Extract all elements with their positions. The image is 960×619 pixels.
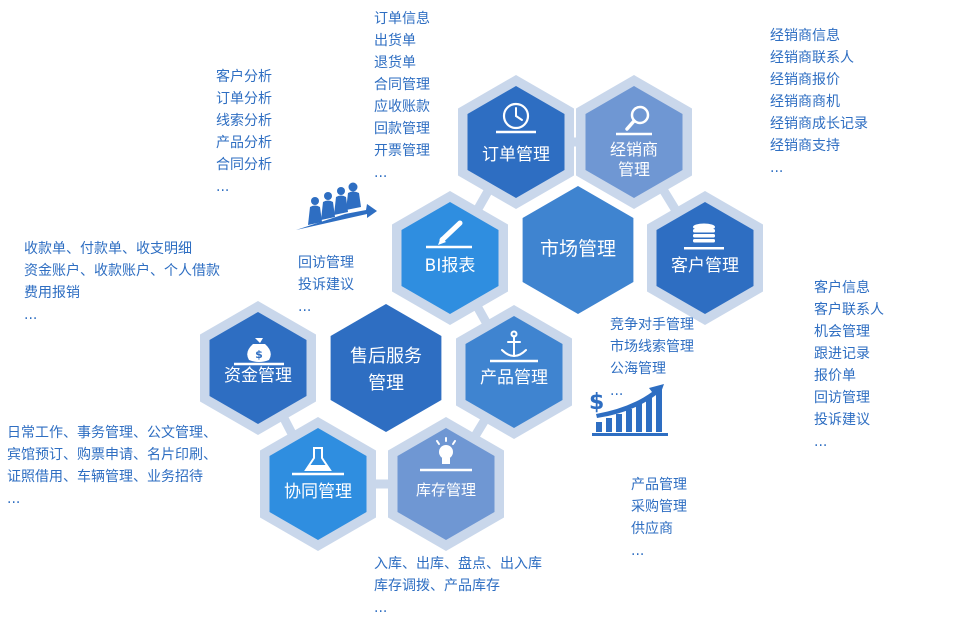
- order-list-item: 应收账款: [374, 99, 430, 115]
- customer-list-item: 投诉建议: [814, 412, 870, 428]
- lightbulb-icon: [420, 437, 472, 472]
- customer-features-list: 客户信息客户联系人机会管理跟进记录报价单回访管理投诉建议...: [814, 277, 884, 453]
- order-list-item: 订单信息: [374, 11, 430, 27]
- svg-text:$: $: [255, 348, 263, 361]
- analysis-list-item: ...: [216, 179, 230, 195]
- team-growth-icon: [296, 182, 377, 230]
- fund-hex[interactable]: [209, 312, 307, 424]
- sales-growth-chart-icon: $: [589, 384, 668, 436]
- coin-stack-icon: [684, 223, 724, 250]
- customer-list-item: 客户信息: [814, 280, 870, 296]
- product-list-item: ...: [631, 543, 645, 559]
- office-list-item: ...: [7, 491, 21, 507]
- customer-list-item: 客户联系人: [814, 302, 884, 318]
- hexagons: [200, 75, 763, 551]
- magnifier-icon: [616, 105, 652, 136]
- dealer-hex[interactable]: [585, 86, 683, 198]
- service-list-item: ...: [298, 299, 312, 315]
- finance-list-item: 费用报销: [24, 285, 80, 301]
- office-list-item: 宾馆预订、购票申请、名片印刷、: [7, 447, 217, 463]
- customer-list-item: ...: [814, 434, 828, 450]
- product-hex[interactable]: [465, 316, 563, 428]
- dealer-hex-label-line2: 管理: [618, 160, 650, 179]
- order-list-item: 合同管理: [374, 77, 430, 93]
- finance-features-list: 收款单、付款单、收支明细资金账户、收款账户、个人借款费用报销...: [24, 238, 220, 326]
- analysis-list-item: 合同分析: [216, 157, 272, 173]
- customer-list-item: 回访管理: [814, 390, 870, 406]
- inventory-hex[interactable]: [397, 428, 495, 540]
- inventory-list-item: 库存调拨、产品库存: [374, 578, 500, 594]
- fund-hex-label: 资金管理: [224, 366, 292, 386]
- dealer-hex-label-line1: 经销商: [610, 140, 658, 159]
- customer-list-item: 机会管理: [814, 324, 870, 340]
- order-hex-label: 订单管理: [482, 145, 550, 165]
- order-list-item: 出货单: [374, 33, 416, 49]
- dealer-list-item: 经销商成长记录: [770, 116, 868, 132]
- market-hex[interactable]: [522, 186, 634, 314]
- clock-icon: [496, 102, 536, 134]
- svg-text:$: $: [589, 390, 604, 415]
- dealer-list-item: 经销商信息: [770, 28, 840, 44]
- order-list-item: 回款管理: [374, 121, 430, 137]
- finance-list-item: ...: [24, 307, 38, 323]
- service-list-item: 投诉建议: [298, 277, 354, 293]
- analysis-list-item: 线索分析: [216, 113, 272, 129]
- dealer-list-item: 经销商联系人: [770, 50, 854, 66]
- aftersales-hex-label-line2: 管理: [368, 373, 404, 394]
- product-features-list: 产品管理采购管理供应商...: [631, 474, 687, 562]
- dealer-features-list: 经销商信息经销商联系人经销商报价经销商商机经销商成长记录经销商支持...: [770, 25, 868, 179]
- analysis-list-item: 订单分析: [216, 91, 272, 107]
- service-features-list: 回访管理投诉建议...: [298, 252, 354, 318]
- office-features-list: 日常工作、事务管理、公文管理、宾馆预订、购票申请、名片印刷、证照借用、车辆管理、…: [7, 422, 217, 510]
- inventory-features-list: 入库、出库、盘点、出入库库存调拨、产品库存...: [374, 553, 542, 619]
- pencil-icon: [426, 220, 472, 249]
- anchor-icon: [490, 330, 538, 363]
- order-features-list: 订单信息出货单退货单合同管理应收账款回款管理开票管理...: [374, 8, 430, 184]
- office-list-item: 证照借用、车辆管理、业务招待: [7, 469, 203, 485]
- dealer-list-item: 经销商报价: [770, 72, 840, 88]
- analysis-list-item: 客户分析: [216, 69, 272, 85]
- customer-list-item: 报价单: [814, 368, 856, 384]
- dealer-list-item: ...: [770, 160, 784, 176]
- money-bag-icon: $: [234, 338, 284, 366]
- aftersales-hex[interactable]: [330, 304, 442, 432]
- customer-hex-label: 客户管理: [671, 256, 739, 276]
- bi-hex-label: BI报表: [425, 256, 476, 276]
- analysis-features-list: 客户分析订单分析线索分析产品分析合同分析...: [216, 66, 272, 198]
- market-list-item: 竞争对手管理: [610, 317, 694, 333]
- market-features-list: 竞争对手管理市场线索管理公海管理...: [610, 314, 694, 402]
- office-list-item: 日常工作、事务管理、公文管理、: [7, 425, 217, 441]
- order-list-item: 开票管理: [374, 143, 430, 159]
- collab-hex-label: 协同管理: [284, 482, 352, 502]
- dealer-list-item: 经销商支持: [770, 138, 840, 154]
- product-list-item: 产品管理: [631, 477, 687, 493]
- product-hex-label: 产品管理: [480, 368, 548, 388]
- collab-hex[interactable]: [269, 428, 367, 540]
- inventory-hex-label: 库存管理: [416, 481, 476, 499]
- inventory-list-item: 入库、出库、盘点、出入库: [374, 556, 542, 572]
- finance-list-item: 资金账户、收款账户、个人借款: [24, 263, 220, 279]
- market-hex-label: 市场管理: [540, 238, 616, 260]
- aftersales-hex-label-line1: 售后服务: [350, 346, 422, 367]
- inventory-list-item: ...: [374, 600, 388, 616]
- analysis-list-item: 产品分析: [216, 135, 272, 151]
- flask-icon: [292, 447, 344, 476]
- order-list-item: 退货单: [374, 55, 416, 71]
- product-list-item: 供应商: [631, 521, 673, 537]
- finance-list-item: 收款单、付款单、收支明细: [24, 241, 192, 257]
- bi-hex[interactable]: [401, 202, 499, 314]
- service-list-item: 回访管理: [298, 255, 354, 271]
- product-list-item: 采购管理: [631, 499, 687, 515]
- market-list-item: 市场线索管理: [610, 339, 694, 355]
- market-list-item: 公海管理: [610, 361, 666, 377]
- order-list-item: ...: [374, 165, 388, 181]
- dealer-list-item: 经销商商机: [770, 94, 840, 110]
- customer-hex[interactable]: [656, 202, 754, 314]
- market-list-item: ...: [610, 383, 624, 399]
- order-hex[interactable]: [467, 86, 565, 198]
- customer-list-item: 跟进记录: [814, 346, 870, 362]
